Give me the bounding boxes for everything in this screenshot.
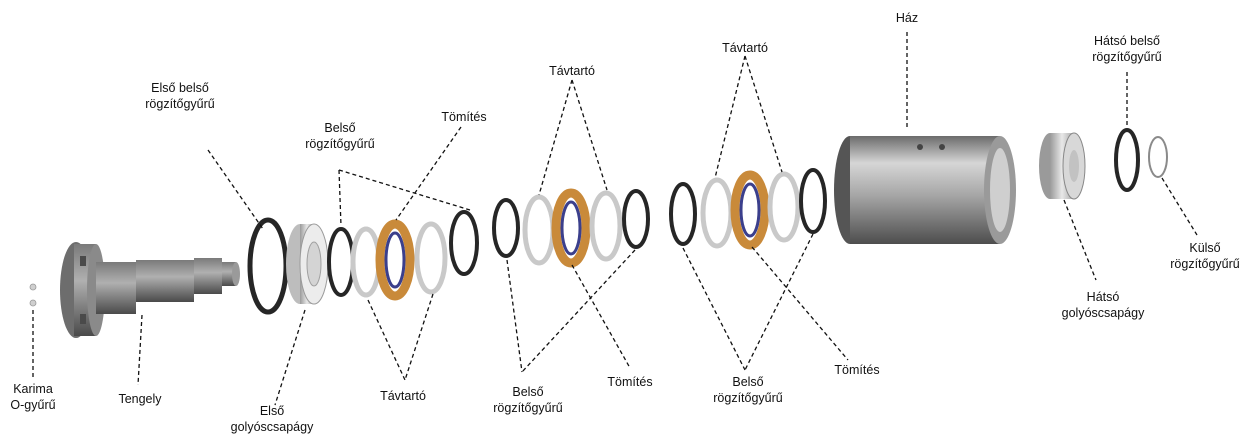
spacer-2	[417, 224, 445, 292]
label-flange-oring: Karima O-gyűrű	[10, 381, 55, 413]
rear-inner-retaining-ring	[1116, 130, 1138, 190]
label-seal-2: Tömítés	[607, 374, 652, 390]
label-seal-1: Tömítés	[441, 109, 486, 125]
label-rear-inner-retaining-ring: Hátsó belső rögzítőgyűrű	[1092, 33, 1161, 65]
spacer-3	[525, 197, 553, 263]
rear-ball-bearing	[1039, 133, 1085, 199]
inner-retaining-ring-3b	[801, 170, 825, 232]
inner-retaining-ring-2b	[624, 191, 648, 247]
inner-retaining-ring-1b	[451, 212, 477, 274]
seal-2	[556, 193, 586, 263]
label-housing: Ház	[896, 10, 918, 26]
inner-retaining-ring-2	[494, 200, 518, 256]
inner-retaining-ring-3	[671, 184, 695, 244]
flange-oring	[30, 284, 36, 306]
inner-retaining-ring-1	[329, 229, 353, 295]
seal-1	[380, 224, 410, 296]
seal-3	[735, 175, 765, 245]
label-spacer-2: Távtartó	[549, 63, 595, 79]
label-inner-retaining-ring-1: Belső rögzítőgyűrű	[305, 120, 374, 152]
front-ball-bearing	[286, 224, 328, 304]
label-shaft: Tengely	[118, 391, 161, 407]
label-seal-3: Tömítés	[834, 362, 879, 378]
label-spacer-1: Távtartó	[380, 388, 426, 404]
label-front-inner-retaining-ring: Első belső rögzítőgyűrű	[145, 80, 214, 112]
spacer-4	[592, 193, 620, 259]
housing	[834, 136, 1016, 244]
spacer-5	[703, 180, 731, 246]
label-outer-retaining-ring: Külső rögzítőgyűrű	[1170, 240, 1239, 272]
shaft	[60, 242, 240, 338]
front-inner-retaining-ring	[250, 220, 286, 312]
outer-retaining-ring	[1149, 137, 1167, 177]
label-inner-retaining-ring-3: Belső rögzítőgyűrű	[713, 374, 782, 406]
label-spacer-3: Távtartó	[722, 40, 768, 56]
label-inner-retaining-ring-2: Belső rögzítőgyűrű	[493, 384, 562, 416]
spacer-1	[353, 229, 379, 295]
spacer-6	[770, 174, 798, 240]
label-rear-ball-bearing: Hátsó golyóscsapágy	[1062, 289, 1145, 321]
label-front-ball-bearing: Első golyóscsapágy	[231, 403, 314, 435]
